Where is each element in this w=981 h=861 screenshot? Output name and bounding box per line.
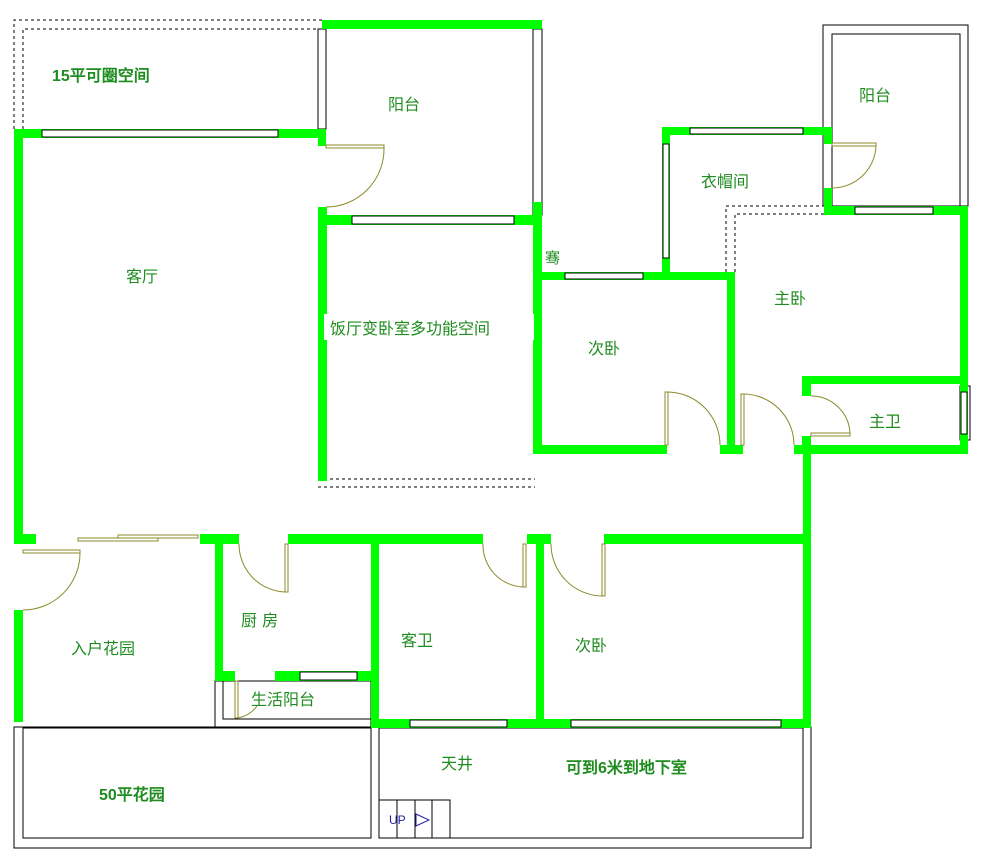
label-bedroom-lower: 次卧	[575, 636, 607, 655]
label-master-bath: 主卫	[869, 412, 901, 431]
label-cloakroom: 衣帽间	[701, 172, 749, 191]
stairs: UP	[378, 799, 451, 839]
walls	[14, 20, 968, 728]
label-balcony-top: 阳台	[388, 95, 420, 114]
label-entry-garden: 入户花园	[71, 639, 135, 658]
arrow-right-icon	[415, 813, 431, 827]
enclosable-area-outline	[13, 19, 824, 488]
label-light-well: 天井	[441, 754, 473, 773]
stairs-up-label: UP	[389, 813, 406, 827]
label-balcony-right: 阳台	[859, 86, 891, 105]
label-enclosable-space: 15平可圈空间	[52, 66, 150, 85]
room-labels: 15平可圈空间 阳台 客厅 饭厅变卧室多功能空间 骞 次卧 衣帽间 阳台 主卧 …	[52, 66, 901, 804]
windows	[41, 127, 968, 728]
doors	[22, 142, 877, 719]
label-small-mark: 骞	[545, 249, 560, 267]
label-dining-multi: 饭厅变卧室多功能空间	[330, 319, 490, 338]
label-kitchen: 厨 房	[241, 611, 278, 630]
label-service-balcony: 生活阳台	[251, 690, 315, 709]
label-bedroom-upper: 次卧	[588, 339, 620, 358]
label-living-room: 客厅	[126, 267, 158, 286]
label-garden-50: 50平花园	[99, 785, 165, 804]
label-master-bedroom: 主卧	[774, 289, 806, 308]
label-guest-bath: 客卫	[401, 631, 433, 650]
label-basement-note: 可到6米到地下室	[566, 758, 687, 777]
